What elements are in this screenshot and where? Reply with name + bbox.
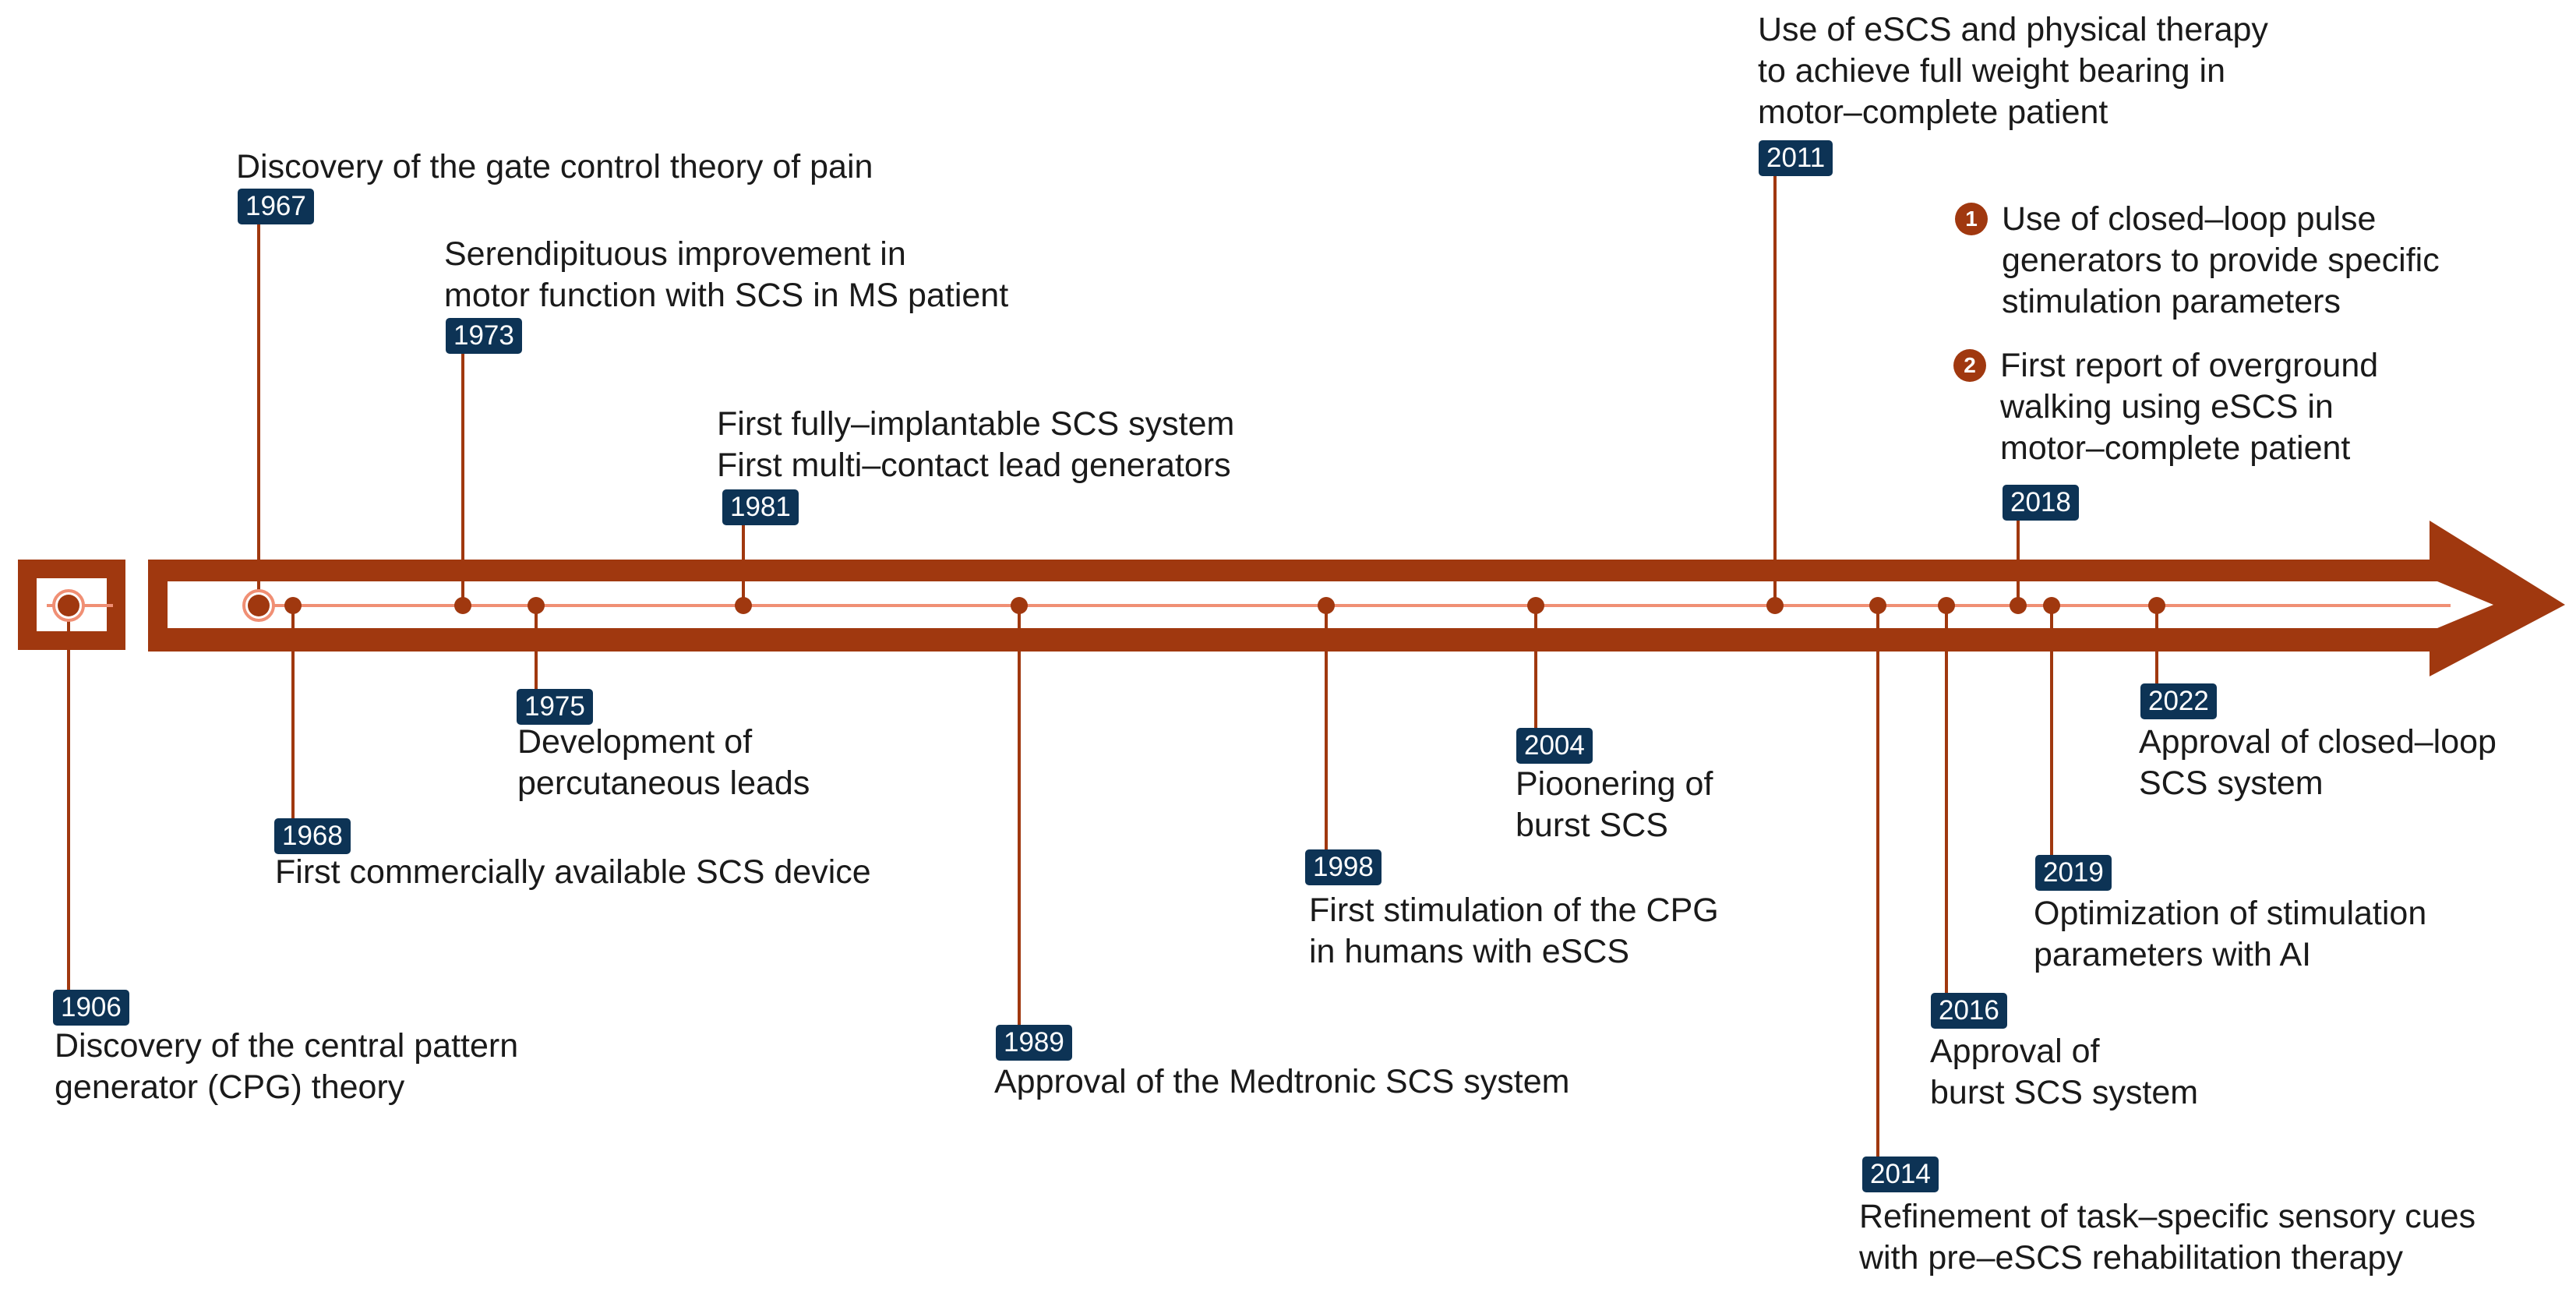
event-1968-description: First commercially available SCS device	[275, 852, 871, 893]
event-2019-description: Optimization of stimulation parameters w…	[2034, 893, 2426, 976]
dot-1967	[248, 595, 270, 616]
event-2018-item-1-line-1: Use of closed–loop pulse	[2002, 200, 2377, 238]
event-2004-line-2: burst SCS	[1516, 807, 1668, 844]
event-2004-line-1: Pioonering of	[1516, 765, 1713, 803]
event-1981-line-2: First multi–contact lead generators	[717, 447, 1231, 484]
year-badge-1906: 1906	[53, 990, 129, 1026]
event-1906-line-2: generator (CPG) theory	[55, 1068, 405, 1106]
event-2014-line-1: Refinement of task–specific sensory cues	[1859, 1198, 2476, 1235]
event-1968-line-1: First commercially available SCS device	[275, 853, 871, 891]
event-2016-description: Approval of burst SCS system	[1930, 1031, 2198, 1114]
year-badge-2011: 2011	[1759, 140, 1833, 176]
event-1975-description: Development of percutaneous leads	[517, 722, 810, 804]
year-badge-2016: 2016	[1931, 993, 2007, 1029]
year-badge-1968: 1968	[274, 818, 351, 854]
year-badge-1967: 1967	[238, 189, 314, 224]
dot-1906	[58, 595, 79, 616]
dot-1968	[284, 597, 302, 614]
dot-1975	[528, 597, 545, 614]
event-2018-item-2-line-2: walking using eSCS in	[2000, 388, 2334, 426]
event-2019-line-1: Optimization of stimulation	[2034, 895, 2427, 932]
year-badge-1989: 1989	[996, 1025, 1072, 1061]
event-1967-description: Discovery of the gate control theory of …	[236, 147, 873, 188]
event-1981-line-1: First fully–implantable SCS system	[717, 405, 1235, 443]
event-2018-item-2-description: First report of overground walking using…	[2000, 345, 2378, 469]
year-badge-2004: 2004	[1516, 728, 1593, 764]
event-2022-line-2: SCS system	[2139, 765, 2324, 802]
event-1975-line-2: percutaneous leads	[517, 765, 810, 802]
year-badge-1981: 1981	[722, 489, 799, 525]
dot-2016	[1938, 597, 1955, 614]
event-2014-line-2: with pre–eSCS rehabilitation therapy	[1859, 1239, 2403, 1277]
event-2022-line-1: Approval of closed–loop	[2139, 723, 2497, 761]
marker-1-icon: 1	[1955, 203, 1988, 235]
event-2011-line-1: Use of eSCS and physical therapy	[1758, 11, 2268, 48]
year-badge-1973: 1973	[446, 318, 522, 354]
dot-2022	[2148, 597, 2165, 614]
event-2014-description: Refinement of task–specific sensory cues…	[1859, 1196, 2475, 1279]
event-1906-description: Discovery of the central pattern generat…	[55, 1026, 518, 1108]
dot-1973	[454, 597, 471, 614]
dot-2011	[1766, 597, 1784, 614]
event-2018-item-2-line-3: motor–complete patient	[2000, 429, 2351, 467]
event-1989-line-1: Approval of the Medtronic SCS system	[994, 1063, 1570, 1100]
event-1973-line-2: motor function with SCS in MS patient	[444, 277, 1009, 314]
event-1973-line-1: Serendipituous improvement in	[444, 235, 906, 273]
event-2011-line-2: to achieve full weight bearing in	[1758, 52, 2225, 90]
year-badge-2014: 2014	[1862, 1157, 1939, 1192]
event-2018-item-1-description: Use of closed–loop pulse generators to p…	[2002, 199, 2440, 323]
dot-2004	[1527, 597, 1544, 614]
dot-2019	[2043, 597, 2060, 614]
event-2018-item-1-line-3: stimulation parameters	[2002, 283, 2341, 320]
marker-2-icon: 2	[1953, 349, 1986, 382]
year-badge-2018: 2018	[2003, 485, 2079, 521]
year-badge-1998: 1998	[1305, 849, 1382, 885]
dot-1981	[735, 597, 752, 614]
event-1998-description: First stimulation of the CPG in humans w…	[1309, 890, 1719, 973]
dot-1989	[1011, 597, 1028, 614]
dot-2018	[2010, 597, 2027, 614]
event-2019-line-2: parameters with AI	[2034, 936, 2312, 973]
year-badge-1975: 1975	[517, 689, 593, 725]
event-2011-description: Use of eSCS and physical therapy to achi…	[1758, 9, 2268, 133]
event-2016-line-1: Approval of	[1930, 1033, 2100, 1070]
event-2018-item-2-line-1: First report of overground	[2000, 347, 2379, 384]
event-1998-line-2: in humans with eSCS	[1309, 933, 1630, 970]
event-1981-description: First fully–implantable SCS system First…	[717, 404, 1234, 486]
event-1973-description: Serendipituous improvement in motor func…	[444, 234, 1008, 316]
event-2004-description: Pioonering of burst SCS	[1516, 764, 1713, 846]
timeline-arrow	[148, 521, 2565, 676]
event-2022-description: Approval of closed–loop SCS system	[2139, 722, 2497, 804]
event-1967-line-1: Discovery of the gate control theory of …	[236, 148, 873, 185]
event-2011-line-3: motor–complete patient	[1758, 94, 2108, 131]
event-1975-line-1: Development of	[517, 723, 753, 761]
event-2016-line-2: burst SCS system	[1930, 1074, 2199, 1111]
year-badge-2022: 2022	[2140, 683, 2217, 719]
event-2018-item-1-line-2: generators to provide specific	[2002, 242, 2440, 279]
dot-2014	[1869, 597, 1886, 614]
event-1989-description: Approval of the Medtronic SCS system	[994, 1061, 1569, 1103]
early-era-box	[18, 560, 125, 650]
event-1998-line-1: First stimulation of the CPG	[1309, 892, 1719, 929]
dot-1998	[1318, 597, 1335, 614]
event-1906-line-1: Discovery of the central pattern	[55, 1027, 519, 1065]
year-badge-2019: 2019	[2035, 855, 2112, 891]
